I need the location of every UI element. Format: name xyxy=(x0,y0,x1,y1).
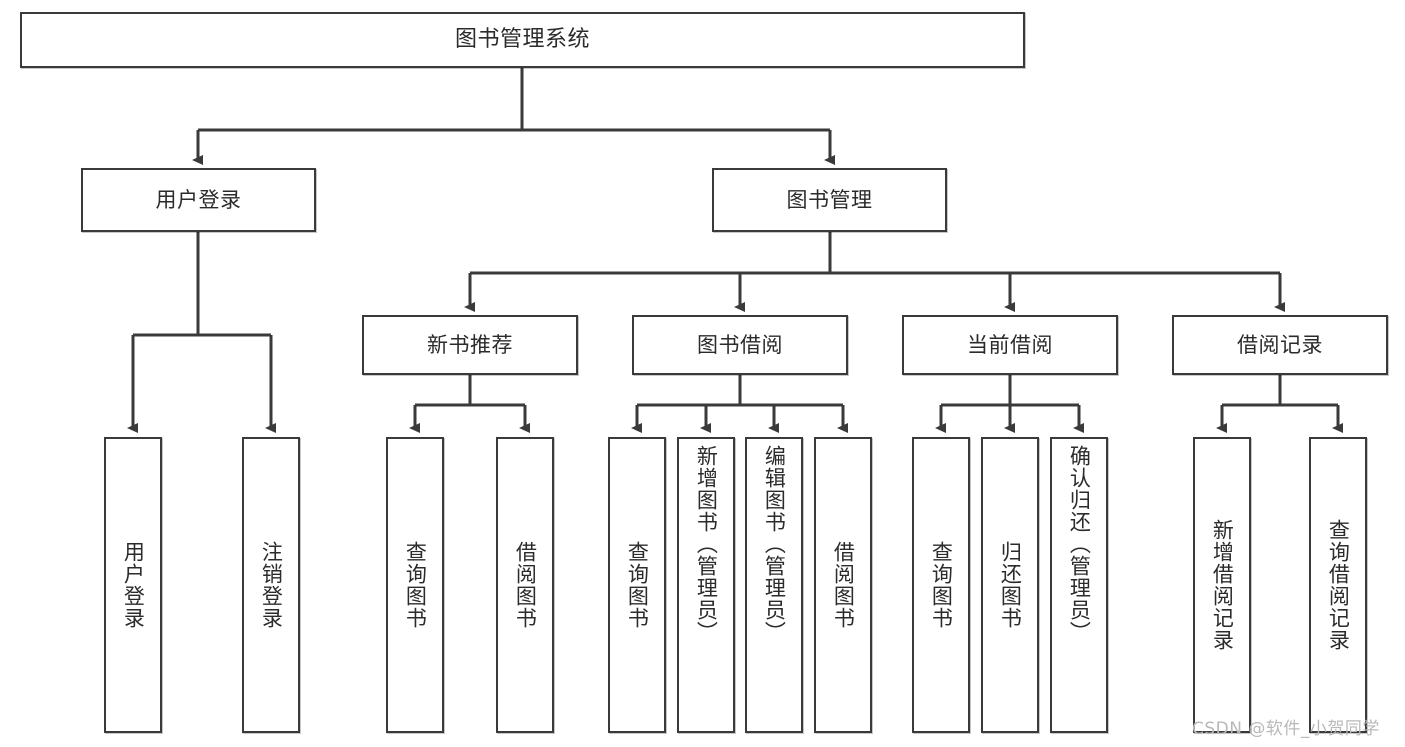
node-label: 借阅图书 xyxy=(513,541,538,629)
csdn-watermark: CSDN @软件_小贺同学 xyxy=(1192,719,1380,739)
node-label: 新书推荐 xyxy=(427,332,513,357)
node-label: 查询图书 xyxy=(625,541,650,629)
leaf-confirm-return-admin[interactable]: 确认归还（管理员） xyxy=(1050,437,1108,733)
leaf-logout[interactable]: 注销登录 xyxy=(242,437,300,733)
node-root-book-management-system[interactable]: 图书管理系统 xyxy=(20,12,1025,68)
node-label: 新增借阅记录 xyxy=(1210,519,1235,651)
leaf-add-book-admin[interactable]: 新增图书（管理员） xyxy=(677,437,735,733)
leaf-return-books[interactable]: 归还图书 xyxy=(981,437,1039,733)
leaf-borrow-books-recommend[interactable]: 借阅图书 xyxy=(496,437,554,733)
node-label: 查询图书 xyxy=(403,541,428,629)
leaf-edit-book-admin[interactable]: 编辑图书（管理员） xyxy=(745,437,803,733)
node-label: 新增图书（管理员） xyxy=(694,445,719,643)
node-book-borrowing[interactable]: 图书借阅 xyxy=(632,315,848,375)
node-label: 确认归还（管理员） xyxy=(1067,445,1092,643)
node-book-management[interactable]: 图书管理 xyxy=(712,168,947,232)
leaf-query-borrow-record[interactable]: 查询借阅记录 xyxy=(1309,437,1367,733)
node-label: 归还图书 xyxy=(998,541,1023,629)
node-label: 用户登录 xyxy=(121,541,146,629)
node-label: 图书借阅 xyxy=(697,332,783,357)
node-label: 查询借阅记录 xyxy=(1326,519,1351,651)
node-label: 图书管理 xyxy=(786,187,873,212)
node-label: 当前借阅 xyxy=(967,332,1053,357)
node-new-book-recommendation[interactable]: 新书推荐 xyxy=(362,315,578,375)
node-label: 查询图书 xyxy=(929,541,954,629)
leaf-borrow-books[interactable]: 借阅图书 xyxy=(814,437,872,733)
node-label: 注销登录 xyxy=(259,541,284,629)
leaf-query-books-current[interactable]: 查询图书 xyxy=(912,437,970,733)
leaf-user-login[interactable]: 用户登录 xyxy=(104,437,162,733)
node-user-login[interactable]: 用户登录 xyxy=(81,168,316,232)
node-label: 图书管理系统 xyxy=(454,27,590,53)
leaf-add-borrow-record[interactable]: 新增借阅记录 xyxy=(1193,437,1251,733)
node-label: 用户登录 xyxy=(155,187,242,212)
leaf-query-books-borrow[interactable]: 查询图书 xyxy=(608,437,666,733)
node-label: 借阅图书 xyxy=(831,541,856,629)
node-label: 编辑图书（管理员） xyxy=(762,445,787,643)
leaf-query-books-recommend[interactable]: 查询图书 xyxy=(386,437,444,733)
node-label: 借阅记录 xyxy=(1237,332,1323,357)
node-borrowing-records[interactable]: 借阅记录 xyxy=(1172,315,1388,375)
node-current-borrowing[interactable]: 当前借阅 xyxy=(902,315,1118,375)
